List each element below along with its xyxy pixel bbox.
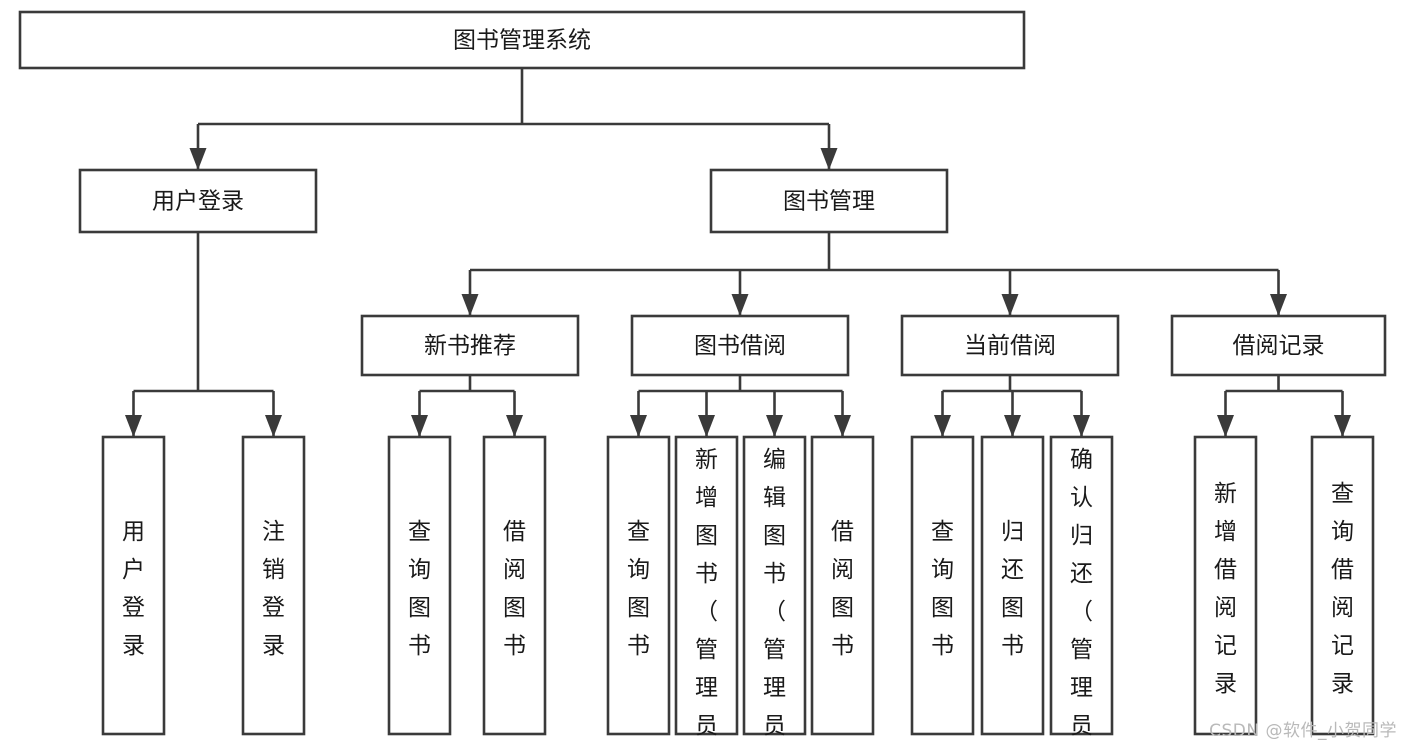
arrow-head-icon xyxy=(731,294,749,316)
node-box xyxy=(1310,435,1375,736)
arrow-head-icon xyxy=(766,415,783,437)
node-root[interactable]: 图书管理系统 xyxy=(18,10,1026,70)
node-box xyxy=(18,10,1026,70)
arrow-head-icon xyxy=(411,415,428,437)
node-box xyxy=(810,435,875,736)
node-new-book-recommend[interactable]: 新书推荐 xyxy=(360,314,580,377)
node-current-borrowing[interactable]: 当前借阅 xyxy=(900,314,1120,377)
node-box xyxy=(387,435,452,736)
node-label: 用户登录 xyxy=(152,189,244,215)
node-user-login[interactable]: 用户登录 xyxy=(78,168,318,234)
node-leaf-add-borrow-record[interactable]: 新增借阅记录 xyxy=(1193,435,1258,736)
arrow-head-icon xyxy=(1334,415,1351,437)
arrow-head-icon xyxy=(630,415,647,437)
arrow-head-icon xyxy=(834,415,851,437)
node-borrow-records[interactable]: 借阅记录 xyxy=(1170,314,1387,377)
node-box xyxy=(360,314,580,377)
node-leaf-confirm-return-admin[interactable]: 确认归还（管理员） xyxy=(1049,435,1114,747)
arrow-head-icon xyxy=(461,294,479,316)
arrow-head-icon xyxy=(1004,415,1021,437)
node-label: 图书管理系统 xyxy=(453,28,591,54)
node-label: 查询图书 xyxy=(931,519,954,659)
arrow-head-icon xyxy=(506,415,523,437)
arrow-head-icon xyxy=(265,415,282,437)
arrow-head-icon xyxy=(1217,415,1234,437)
arrow-head-icon xyxy=(934,415,951,437)
node-box xyxy=(1170,314,1387,377)
node-label: 查询图书 xyxy=(627,519,650,659)
csdn-watermark: CSDN @软件_小贺同学 xyxy=(1209,721,1397,741)
node-leaf-edit-book-admin[interactable]: 编辑图书（管理员） xyxy=(742,435,807,747)
node-box xyxy=(241,435,306,736)
node-box xyxy=(674,435,739,736)
node-leaf-query-book-2[interactable]: 查询图书 xyxy=(606,435,671,736)
node-layer: 图书管理系统用户登录用户登录注销登录图书管理新书推荐查询图书借阅图书图书借阅查询… xyxy=(18,10,1387,747)
node-box xyxy=(900,314,1120,377)
node-label: 新增借阅记录 xyxy=(1214,481,1237,697)
connector-layer xyxy=(125,68,1351,437)
node-label: 归还图书 xyxy=(1001,519,1024,659)
arrow-head-icon xyxy=(189,148,207,170)
node-box xyxy=(1049,435,1114,736)
node-label: 查询借阅记录 xyxy=(1331,481,1354,697)
node-label: 借阅记录 xyxy=(1233,333,1325,359)
node-box xyxy=(482,435,547,736)
node-label: 新书推荐 xyxy=(424,333,516,359)
node-label: 图书管理 xyxy=(783,189,875,215)
node-leaf-borrow-book-1[interactable]: 借阅图书 xyxy=(482,435,547,736)
node-label: 查询图书 xyxy=(408,519,431,659)
arrow-head-icon xyxy=(1073,415,1090,437)
node-box xyxy=(709,168,949,234)
node-box xyxy=(630,314,850,377)
node-leaf-user-login[interactable]: 用户登录 xyxy=(101,435,166,736)
node-label: 借阅图书 xyxy=(831,519,854,659)
node-leaf-borrow-book-2[interactable]: 借阅图书 xyxy=(810,435,875,736)
node-box xyxy=(101,435,166,736)
node-box xyxy=(910,435,975,736)
node-label: 新增图书（管理员） xyxy=(695,447,718,747)
arrow-head-icon xyxy=(1270,294,1287,316)
node-leaf-query-book-1[interactable]: 查询图书 xyxy=(387,435,452,736)
node-leaf-return-book[interactable]: 归还图书 xyxy=(980,435,1045,736)
node-leaf-query-borrow-record[interactable]: 查询借阅记录 xyxy=(1310,435,1375,736)
node-book-management[interactable]: 图书管理 xyxy=(709,168,949,234)
node-box xyxy=(1193,435,1258,736)
node-leaf-add-book-admin[interactable]: 新增图书（管理员） xyxy=(674,435,739,747)
arrow-head-icon xyxy=(1001,294,1019,316)
node-leaf-logout-login[interactable]: 注销登录 xyxy=(241,435,306,736)
node-leaf-query-book-3[interactable]: 查询图书 xyxy=(910,435,975,736)
arrow-head-icon xyxy=(820,148,838,170)
node-label: 确认归还（管理员） xyxy=(1070,447,1093,747)
node-label: 图书借阅 xyxy=(694,333,786,359)
node-label: 用户登录 xyxy=(122,519,145,659)
node-label: 编辑图书（管理员） xyxy=(763,447,786,747)
arrow-head-icon xyxy=(698,415,715,437)
node-box xyxy=(742,435,807,736)
node-box xyxy=(980,435,1045,736)
node-box xyxy=(606,435,671,736)
arrow-head-icon xyxy=(125,415,142,437)
node-box xyxy=(78,168,318,234)
node-label: 借阅图书 xyxy=(503,519,526,659)
node-label: 当前借阅 xyxy=(964,333,1056,359)
node-book-borrowing[interactable]: 图书借阅 xyxy=(630,314,850,377)
node-label: 注销登录 xyxy=(262,519,285,659)
